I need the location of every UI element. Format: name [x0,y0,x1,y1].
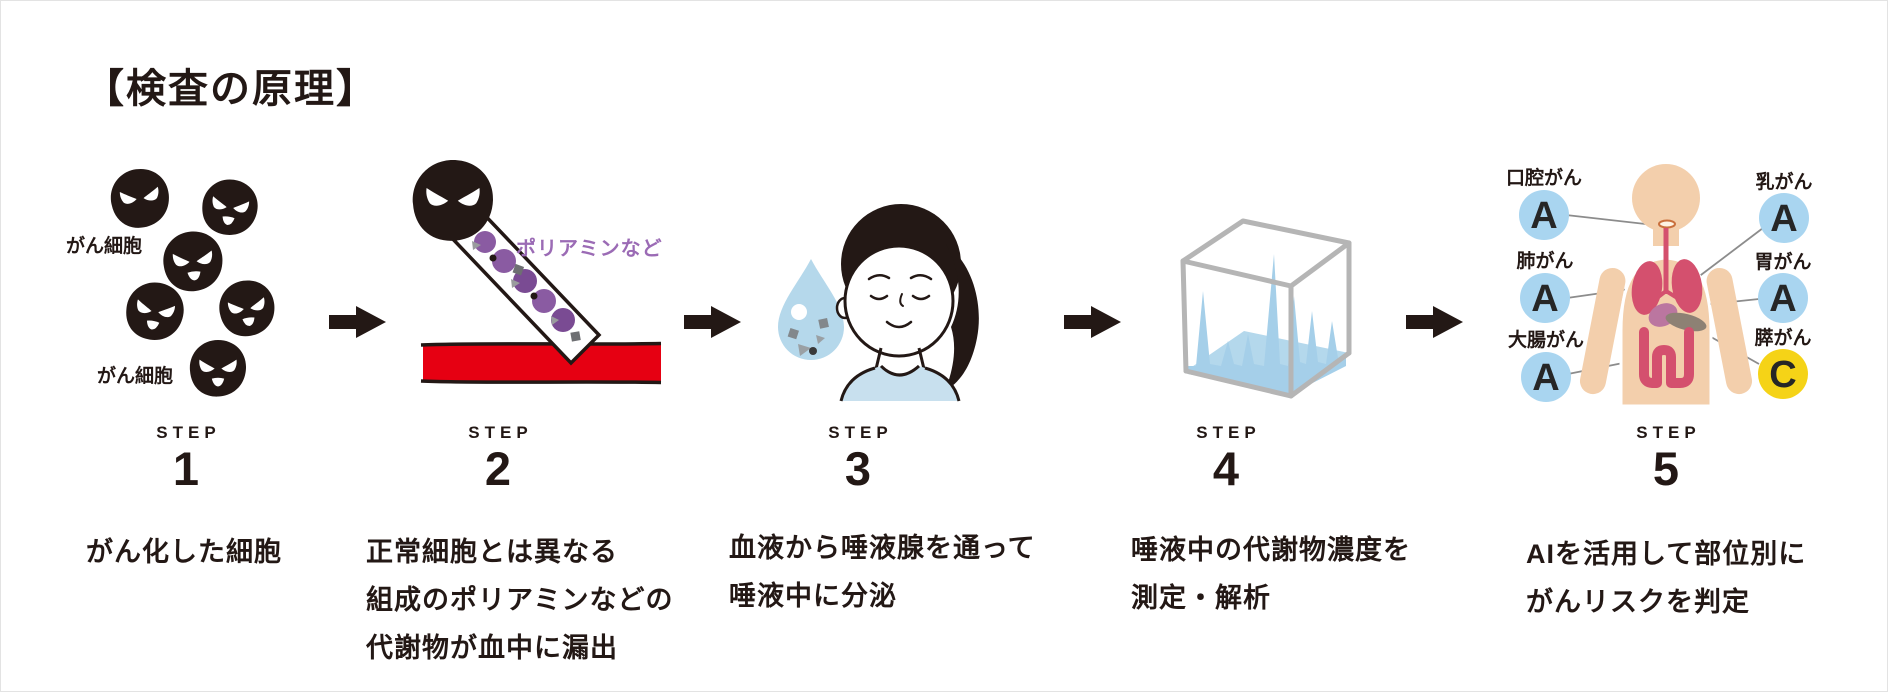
risk-grade: A [1531,278,1558,320]
risk-badges-right: 乳がん A 胃がん A 膵がん C [1754,170,1813,399]
caption-line: がんリスクを判定 [1526,587,1750,617]
organ-label: 膵がん [1754,326,1811,349]
step-5-caption: AIを活用して部位別に がんリスクを判定 [1526,530,1806,626]
cube-frame [1180,218,1352,399]
caption-line: 組成のポリアミンなどの [366,585,674,615]
risk-circle [1521,352,1571,402]
step-3-label: STEP 3 [823,423,892,492]
saliva-drop-person-icon [778,204,979,402]
step-4-label: STEP 4 [1191,423,1260,492]
human-body [1579,164,1753,408]
risk-circle [1520,273,1570,323]
cancer-cell-annotation-2: がん細胞 [97,366,174,387]
step-number: 3 [844,442,872,495]
risk-grade: A [1530,195,1557,237]
organ-label: 肺がん [1516,249,1573,272]
arrow-right-icon [684,306,741,338]
step-word: STEP [468,423,533,442]
cancer-cell-annotation-1: がん細胞 [66,236,143,257]
arrow-right-icon [1064,306,1121,338]
risk-grade: A [1770,198,1797,240]
saliva-droplet [778,259,844,360]
organ-label: 乳がん [1755,170,1812,193]
caption-line: AIを活用して部位別に [1526,539,1807,569]
caption-line: 唾液中に分泌 [729,581,897,611]
organ-label: 大腸がん [1508,328,1584,351]
caption-line: 正常細胞とは異なる [366,537,618,567]
risk-badges-left: 口腔がん A 肺がん A 大腸がん A [1506,166,1584,402]
metabolite-leak-blood-vessel-icon [412,160,662,385]
step-word: STEP [1196,423,1261,442]
step-number: 1 [172,442,200,495]
step-5-label: STEP 5 [1631,423,1700,492]
step-word: STEP [156,423,221,442]
risk-grade: A [1769,278,1796,320]
caption-line: 代謝物が血中に漏出 [366,633,618,663]
step-1-label: STEP 1 [151,423,220,492]
organ-label: 口腔がん [1506,166,1582,189]
step-number: 5 [1652,442,1680,495]
risk-circle-highlight [1758,349,1808,399]
step-2-caption: 正常細胞とは異なる 組成のポリアミンなどの 代謝物が血中に漏出 [366,528,673,672]
caption-line: 血液から唾液腺を通って [729,533,1036,563]
arrow-right-icon [329,306,386,338]
blood-vessel [420,341,662,385]
organ-label: 胃がん [1754,250,1811,273]
chromatogram-peaks [1188,254,1346,394]
risk-circle [1759,193,1809,243]
risk-grade: A [1532,357,1559,399]
step-1-caption: がん化した細胞 [86,528,282,576]
step-3-caption: 血液から唾液腺を通って 唾液中に分泌 [729,524,1036,620]
risk-grade: C [1769,354,1796,396]
risk-circle [1519,190,1569,240]
step-4-caption: 唾液中の代謝物濃度を 測定・解析 [1131,526,1411,622]
step-word: STEP [1636,423,1701,442]
step-number: 4 [1212,442,1240,495]
person [835,204,979,402]
body-cancer-risk-map-icon: 口腔がん A 肺がん A 大腸がん A 乳がん A 胃がん A 膵がん C [1506,164,1813,408]
risk-circle [1758,273,1808,323]
step-word: STEP [828,423,893,442]
page-title: 【検査の原理】 [84,67,378,111]
polyamine-annotation: ポリアミンなど [516,238,663,260]
caption-line: 測定・解析 [1131,583,1271,613]
arrow-right-icon [1406,306,1463,338]
step-2-label: STEP 2 [463,423,532,492]
cancer-cell [412,160,494,241]
caption-line: がん化した細胞 [86,537,282,567]
caption-line: 唾液中の代謝物濃度を [1131,535,1411,565]
analysis-cube-chromatogram-icon [1180,218,1352,399]
step-number: 2 [484,442,512,495]
